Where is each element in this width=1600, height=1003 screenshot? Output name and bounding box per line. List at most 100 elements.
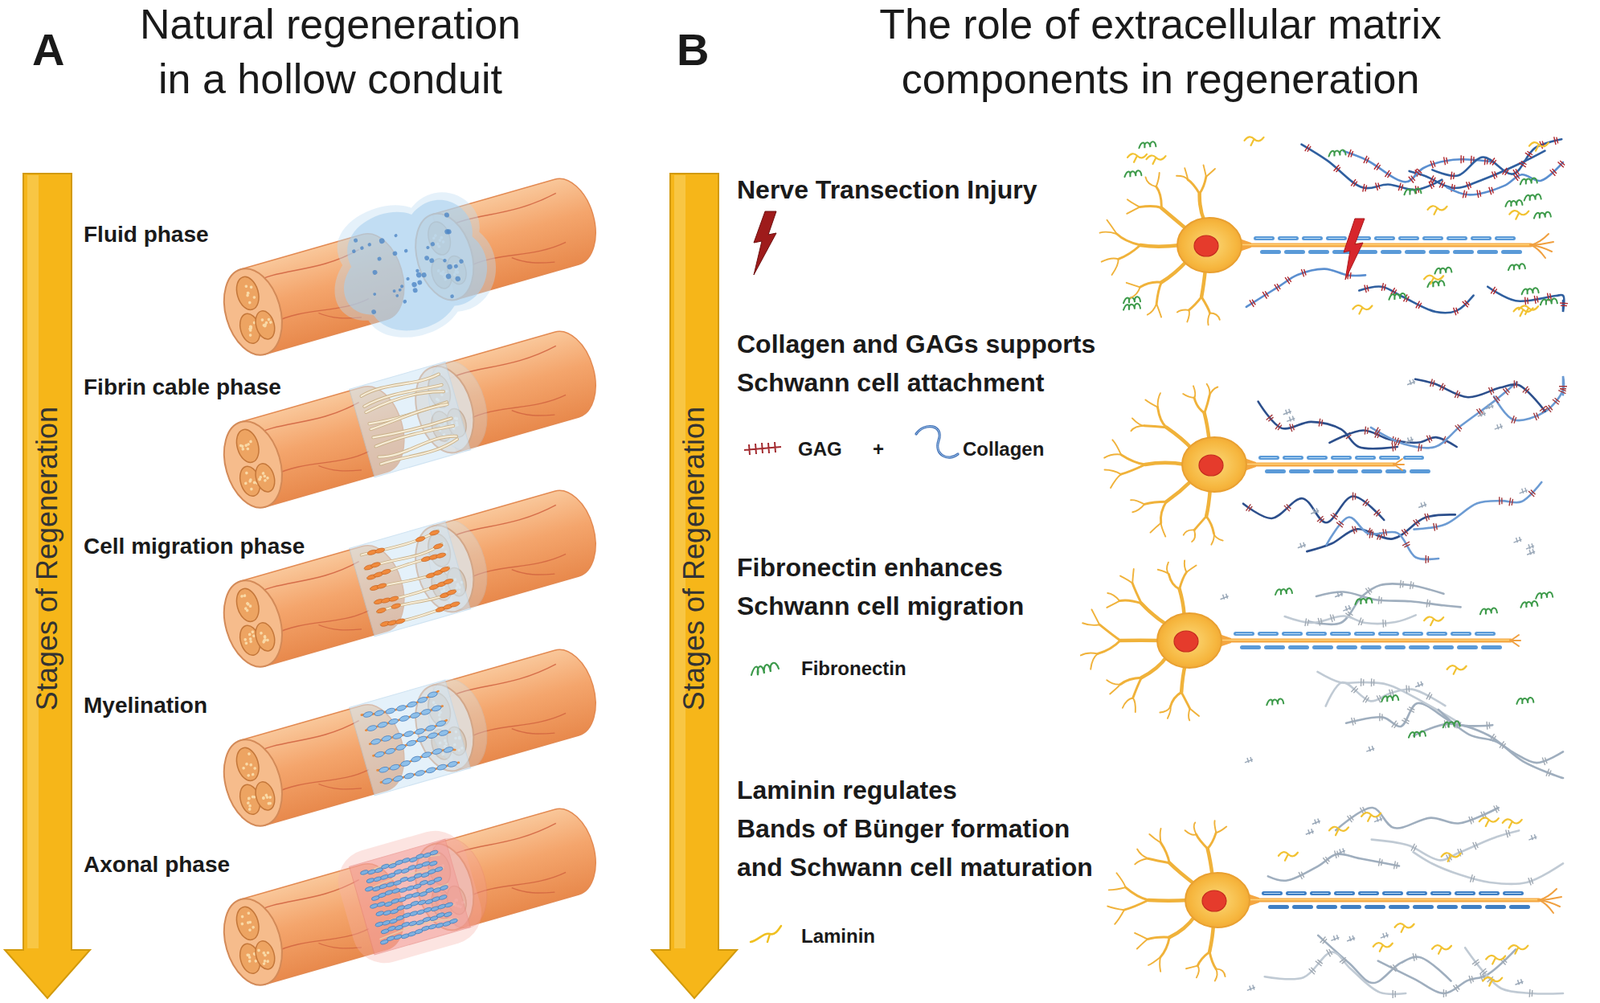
schwann-highlight [1309,457,1326,459]
schwann-cell [425,724,436,732]
gag-chain [1350,179,1358,187]
fibrin-cable [380,760,459,785]
axon-dot [241,447,245,451]
axon-dot [258,475,262,479]
gag-chain [1402,541,1410,548]
gag-chain [1559,302,1568,307]
dendrite [1132,583,1142,604]
schwann-cell [1408,645,1430,650]
dendrite [1188,296,1202,310]
gag-chain [1525,151,1533,158]
fibrin-cable [375,422,454,448]
gag-chain [1534,295,1539,304]
schwann-cell [1301,236,1323,241]
axon-dot [250,772,254,776]
myelinated-axon [421,925,430,932]
schwann-cell [1336,645,1358,650]
gag-chain [1266,414,1274,422]
gag-chain [1490,286,1497,295]
gag-chain [1392,990,1396,999]
axon [1246,898,1539,903]
migrating-cell [415,536,426,543]
laminin-molecule [1146,155,1167,165]
dendrite [1181,691,1190,708]
label-box: A [32,24,65,76]
label-box: Myelination [83,691,208,720]
extracellular-matrix [1123,136,1568,316]
gag-chain [1502,388,1510,396]
gag-chain [1469,975,1474,984]
schwann-highlight [1260,633,1277,635]
gag-chain [1462,300,1470,308]
fibrin-cable [377,589,456,615]
injury-icon [753,211,777,275]
gag-chain [1499,740,1506,749]
gag-chain [1473,842,1478,850]
dendrite [1114,909,1125,925]
fibronectin-molecule [1522,287,1539,295]
schwann-highlight [1384,892,1401,894]
axon-highlight [1249,899,1538,901]
fibrin-cable [380,601,459,627]
legend-item: Collagen [962,437,1044,462]
fluid-dot [424,255,430,262]
laminin-molecule [1244,136,1265,146]
schwann-cell [417,695,428,704]
matrix-fragment [1366,745,1375,752]
arrow-body [4,173,91,999]
dendrite [1148,898,1189,903]
schwann-cell [1360,645,1382,650]
fibronectin-molecule [1540,298,1558,305]
dendrite [1127,199,1140,207]
schwann-cell [1402,631,1424,636]
schwann-highlight [1333,457,1350,459]
schwann-cell [432,748,443,756]
gag-chain [1320,937,1327,945]
dendrite [1104,470,1122,475]
nerve-cross-section [214,892,292,992]
schwann-cell [1460,904,1482,909]
fibrin-cable [364,385,444,414]
collagen-fiber [1371,830,1519,860]
axon-dot [266,801,271,805]
dendrite [1134,932,1148,940]
dendrite [1149,523,1161,533]
schwann-highlight [1376,237,1393,239]
schwann-highlight [1456,892,1474,894]
migrating-cell [376,582,388,590]
axon-dot [245,446,250,451]
stage-caption: Nerve Transection Injury [736,170,1037,209]
fibronectin-molecule [1266,698,1284,705]
schwann-highlight [1432,892,1449,894]
gag-chain [1472,959,1480,966]
schwann-highlight [1473,237,1490,239]
schwann-cell [1364,904,1386,909]
dendrite [1187,180,1200,194]
gag-chain [1394,860,1399,869]
schwann-cell [1264,469,1286,474]
myelinated-axon [411,892,421,898]
schwann-cell [414,769,426,777]
cell-body [1177,217,1242,273]
extracellular-matrix [1243,376,1568,564]
dendrite [1196,834,1208,849]
myelinated-axon [380,863,390,869]
conduit-rim [418,672,497,776]
stage-caption: Collagen and GAGs supports Schwann cell … [736,324,1096,402]
schwann-cell [381,777,393,785]
fibronectin-molecule [1403,188,1421,195]
schwann-cell [1309,891,1331,896]
dendrite [1147,303,1157,316]
schwann-cell [1494,236,1516,241]
cell-body [1157,613,1222,668]
legend-text: GAG [797,437,843,460]
fibronectin-molecule [1354,597,1372,605]
dendrite [1090,653,1098,669]
laminin-icon [750,925,782,942]
extracellular-matrix [1247,805,1564,999]
schwann-highlight [1284,457,1302,459]
dendrite [1160,937,1170,958]
schwann-cell [1356,249,1378,254]
schwann-highlight [1264,892,1281,894]
fascicle [252,620,278,654]
